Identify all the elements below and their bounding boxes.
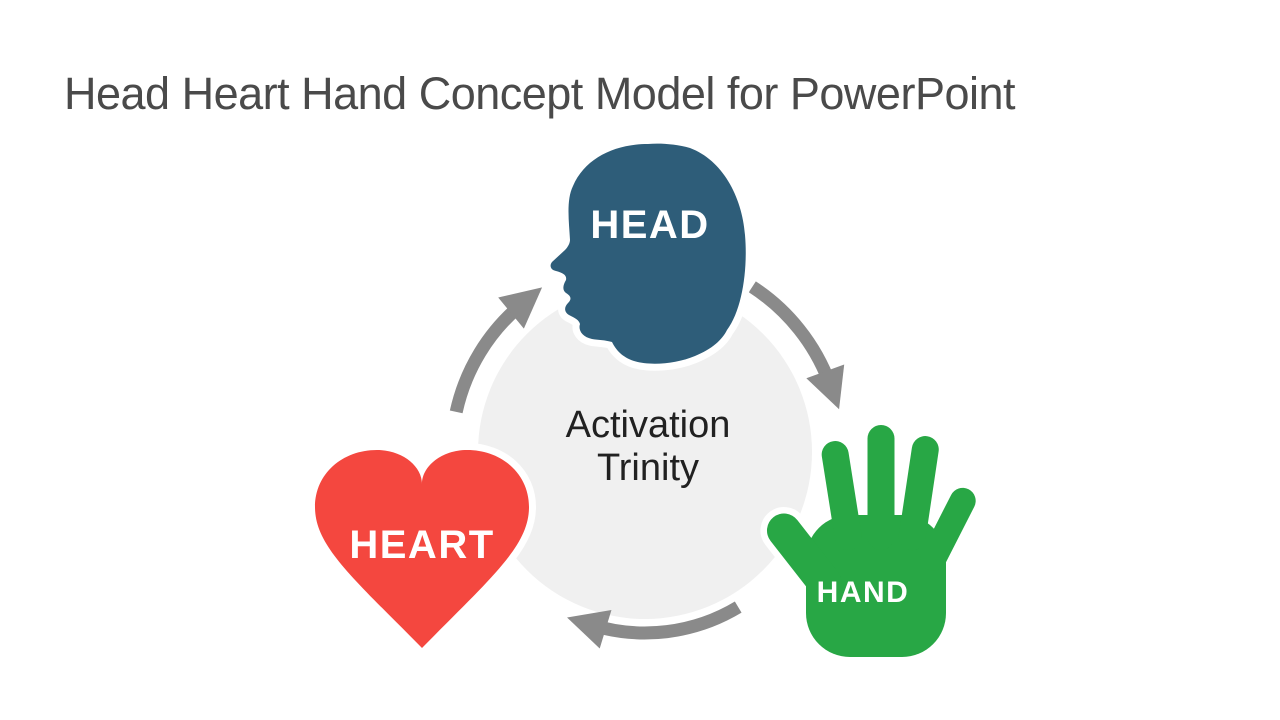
center-circle	[478, 285, 812, 619]
head-node: HEAD	[543, 136, 753, 371]
arrow-head-to-hand-icon	[748, 281, 845, 410]
center-label-line2: Trinity	[597, 447, 699, 489]
slide-title: Head Heart Hand Concept Model for PowerP…	[64, 68, 1016, 120]
heart-label: HEART	[349, 523, 494, 567]
cycle-arrows	[449, 281, 845, 649]
heart-node: HEART	[308, 443, 536, 655]
hand-node: HAND	[760, 425, 980, 657]
heart-icon	[308, 443, 536, 655]
center-label-line1: Activation	[566, 404, 731, 446]
center-label: Activation Trinity	[566, 404, 731, 489]
head-silhouette-icon	[543, 136, 753, 371]
head-label: HEAD	[590, 203, 709, 247]
hand-label: HAND	[817, 576, 910, 609]
arrow-heart-to-head-icon	[449, 287, 543, 414]
arrow-hand-to-heart-icon	[567, 601, 742, 649]
